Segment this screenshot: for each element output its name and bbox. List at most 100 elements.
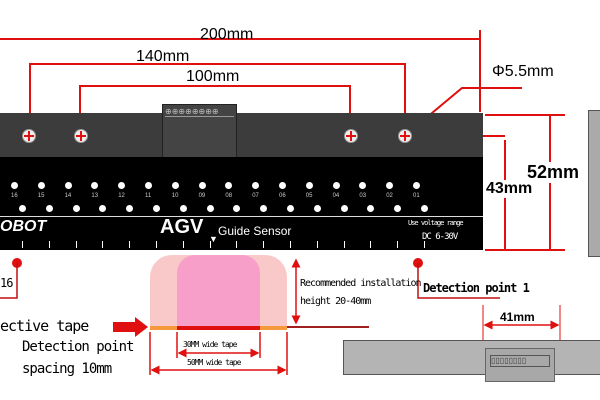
channel-label: 10 xyxy=(171,193,179,199)
dim-line xyxy=(79,85,81,115)
channel-label: 13 xyxy=(91,193,99,199)
led-indicator xyxy=(171,182,179,189)
dim-100-label: 100mm xyxy=(186,68,240,85)
sensor-point xyxy=(340,205,348,212)
install-height-line1: Recommended installation xyxy=(300,278,421,289)
tick-mark xyxy=(22,241,23,248)
voltage-label: Use voltage range xyxy=(408,219,464,227)
tape-50-label: 50MM wide tape xyxy=(187,358,241,367)
tick-mark xyxy=(102,241,104,248)
channel-label: 05 xyxy=(305,193,313,199)
sensor-face xyxy=(0,157,483,250)
dim-200-line xyxy=(0,38,480,40)
led-indicator xyxy=(413,182,420,189)
sensor-point xyxy=(394,205,402,212)
dim-line xyxy=(404,63,406,115)
bottom-view-body xyxy=(343,340,600,375)
tick-mark xyxy=(343,241,345,248)
led-indicator xyxy=(145,182,152,189)
model-text: AGV xyxy=(160,216,204,238)
sensor-point xyxy=(99,205,107,212)
tick-mark xyxy=(424,241,425,248)
channel-label: 14 xyxy=(64,193,72,199)
sensor-point xyxy=(421,205,428,212)
sensor-point xyxy=(19,205,26,212)
dim-200-label: 200mm xyxy=(200,26,254,43)
led-indicator xyxy=(252,182,260,189)
point-1-label: Detection point 1 xyxy=(423,281,530,295)
subtitle-text: Guide Sensor xyxy=(218,224,292,238)
hole-diameter-label: Φ5.5mm xyxy=(492,63,554,80)
led-indicator xyxy=(37,182,45,189)
sensor-point xyxy=(313,205,321,212)
tick-mark xyxy=(48,241,50,248)
channel-label: 02 xyxy=(386,193,393,199)
dim-41-label: 41mm xyxy=(500,310,535,324)
divider xyxy=(0,216,483,217)
led-indicator xyxy=(198,182,206,189)
channel-label: 11 xyxy=(145,193,152,199)
channel-label: 06 xyxy=(279,193,286,199)
sensor-point xyxy=(179,205,187,212)
tick-mark xyxy=(316,241,318,248)
tick-mark xyxy=(290,241,291,248)
dim-52-label: 52mm xyxy=(527,162,580,183)
dim-line xyxy=(485,249,565,251)
led-indicator xyxy=(64,182,72,189)
sensor-point xyxy=(287,205,294,212)
led-indicator xyxy=(279,182,286,189)
sensor-point xyxy=(206,205,214,212)
terminal-connector: ⊕⊕⊕⊕⊕⊕⊕⊕ xyxy=(162,104,237,159)
dim-line xyxy=(349,85,351,115)
tick-mark xyxy=(129,241,131,248)
sensor-point xyxy=(233,205,241,212)
side-view xyxy=(588,110,600,257)
dim-140-line xyxy=(30,63,405,65)
tick-mark xyxy=(397,241,399,248)
channel-label: 04 xyxy=(332,193,340,199)
tick-mark xyxy=(75,241,77,248)
dim-100-line xyxy=(80,85,350,87)
dim-43-label: 43mm xyxy=(486,180,533,198)
screw-hole-icon xyxy=(398,129,412,143)
brand-text: OBOT xyxy=(0,218,47,235)
led-indicator xyxy=(11,182,18,189)
tape-30-label: 30MM wide tape xyxy=(183,340,237,349)
led-indicator xyxy=(332,182,340,189)
tick-mark xyxy=(236,241,238,248)
channel-label: 15 xyxy=(37,193,45,199)
sensor-point xyxy=(153,205,160,212)
tape-label: ective tape xyxy=(0,317,89,335)
screw-hole-icon xyxy=(74,129,88,143)
tick-mark xyxy=(182,241,184,248)
sensor-point xyxy=(367,205,375,212)
sensor-point xyxy=(72,205,80,212)
tick-mark xyxy=(209,241,211,248)
led-indicator xyxy=(386,182,394,189)
point-16-label: 16 xyxy=(0,276,13,290)
tape-30 xyxy=(177,326,260,330)
led-indicator xyxy=(359,182,367,189)
tick-mark xyxy=(156,241,157,248)
dim-line xyxy=(479,30,481,112)
tick-mark xyxy=(263,241,265,248)
spacing-line1: Detection point xyxy=(22,339,134,355)
channel-label: 09 xyxy=(198,193,206,199)
dim-line xyxy=(29,63,31,115)
dim-line xyxy=(485,114,565,116)
channel-label: 16 xyxy=(11,193,18,199)
channel-label: 08 xyxy=(225,193,233,199)
channel-label: 03 xyxy=(359,193,367,199)
center-marker-icon: ▼ xyxy=(209,234,218,244)
bottom-view-connector: ▯▯▯▯▯▯▯▯ xyxy=(485,348,555,382)
install-height-line2: height 20-40mm xyxy=(300,296,371,307)
sensor-point xyxy=(126,205,134,212)
led-indicator xyxy=(118,182,126,189)
screw-hole-icon xyxy=(344,129,358,143)
voltage-value: DC 6-30V xyxy=(422,232,458,242)
channel-label: 12 xyxy=(118,193,125,199)
spacing-line2: spacing 10mm xyxy=(22,361,112,377)
ground-line xyxy=(287,326,369,328)
sensor-point xyxy=(45,205,53,212)
led-indicator xyxy=(225,182,233,189)
